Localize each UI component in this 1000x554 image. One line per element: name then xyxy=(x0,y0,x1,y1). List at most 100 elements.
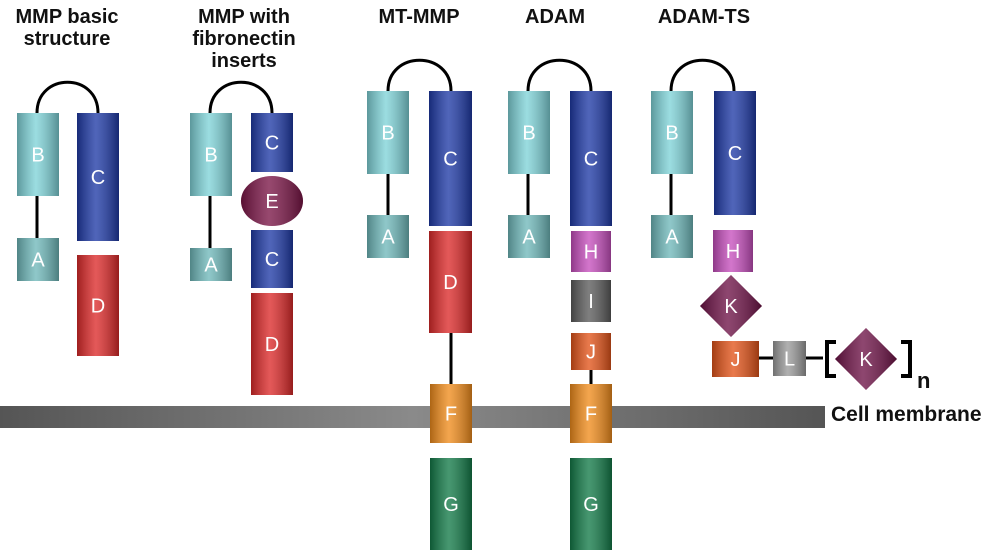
title-line: ADAM-TS xyxy=(657,6,751,28)
domain-shading xyxy=(241,176,303,226)
hinge-loop xyxy=(386,58,453,92)
domain-label: C xyxy=(443,149,457,171)
domain-shading xyxy=(251,293,293,395)
domain-shading xyxy=(570,458,612,550)
domain-c: C xyxy=(251,230,293,288)
domain-label: G xyxy=(583,494,599,516)
domain-label: G xyxy=(443,494,459,516)
domain-shading xyxy=(571,333,611,370)
domain-a: A xyxy=(17,238,59,281)
domain-shading xyxy=(651,91,693,174)
repeat-subscript: n xyxy=(917,368,930,393)
domain-b: B xyxy=(190,113,232,196)
domain-label: D xyxy=(443,272,457,294)
domain-shading xyxy=(430,458,472,550)
domain-label: J xyxy=(731,349,741,371)
domain-h: H xyxy=(571,231,611,272)
domain-shading xyxy=(713,230,753,272)
domain-shading xyxy=(429,231,472,333)
domain-label: C xyxy=(91,167,105,189)
domain-shading xyxy=(700,275,762,337)
title-line: fibronectin xyxy=(192,28,296,50)
hinge-loop xyxy=(35,80,100,114)
domain-b: B xyxy=(508,91,550,174)
domain-shading xyxy=(429,91,472,226)
domain-label: C xyxy=(265,249,279,271)
domain-label: C xyxy=(265,133,279,155)
title-adam: ADAM xyxy=(505,6,605,28)
domain-shading xyxy=(17,238,59,281)
domain-i: I xyxy=(571,280,611,322)
title-line: MMP with xyxy=(198,6,290,28)
title-adam-ts: ADAM-TS xyxy=(648,6,760,28)
domain-shading xyxy=(367,215,409,258)
domain-c: C xyxy=(714,91,756,215)
domain-b: B xyxy=(17,113,59,196)
domain-g: G xyxy=(570,458,612,550)
domain-shading xyxy=(712,341,759,377)
domain-label: H xyxy=(584,242,598,264)
domain-label: A xyxy=(665,227,679,249)
domain-shading xyxy=(367,91,409,174)
domain-label: A xyxy=(522,227,536,249)
hinge-loop xyxy=(526,58,593,92)
title-line: MT-MMP xyxy=(378,6,460,28)
title-mt-mmp: MT-MMP xyxy=(360,6,478,28)
domain-label: F xyxy=(445,404,457,426)
domain-k: K xyxy=(700,275,762,337)
title-mmp-fibronectin: MMP with fibronectin inserts xyxy=(180,6,308,72)
domain-f: F xyxy=(430,384,472,443)
domain-shading xyxy=(77,113,119,241)
domain-shading xyxy=(651,215,693,258)
bracket-left xyxy=(825,340,836,378)
domain-shading xyxy=(571,280,611,322)
domain-shading xyxy=(251,113,293,172)
domain-e: E xyxy=(241,176,303,226)
title-line: inserts xyxy=(211,50,277,72)
domain-shading xyxy=(508,215,550,258)
domain-shading xyxy=(430,384,472,443)
title-mmp-basic: MMP basic structure xyxy=(8,6,126,50)
title-line: MMP basic xyxy=(15,6,119,28)
domain-shading xyxy=(190,248,232,281)
domain-shading xyxy=(508,91,550,174)
domain-label: B xyxy=(31,145,44,167)
domain-j: J xyxy=(712,341,759,377)
hinge-loop xyxy=(669,58,736,92)
domain-b: B xyxy=(367,91,409,174)
domain-label: H xyxy=(726,241,740,263)
domain-shading xyxy=(77,255,119,356)
domain-label: L xyxy=(784,349,795,371)
domain-label: D xyxy=(265,334,279,356)
bracket-right xyxy=(901,340,912,378)
domain-label: A xyxy=(381,227,395,249)
domain-c: C xyxy=(251,113,293,172)
domain-shading xyxy=(570,91,612,226)
domain-label: B xyxy=(204,145,217,167)
domain-k: K xyxy=(835,328,897,390)
domain-label: F xyxy=(585,404,597,426)
domain-label: A xyxy=(204,255,218,277)
domain-f: F xyxy=(570,384,612,443)
domain-label: C xyxy=(584,149,598,171)
cell-membrane xyxy=(0,406,825,428)
domain-shading xyxy=(17,113,59,196)
domain-label: J xyxy=(586,342,596,364)
domain-label: B xyxy=(381,123,394,145)
domain-shading xyxy=(251,230,293,288)
domain-label: B xyxy=(665,123,678,145)
title-line: ADAM xyxy=(525,6,585,28)
domain-a: A xyxy=(508,215,550,258)
domain-h: H xyxy=(713,230,753,272)
domain-label: K xyxy=(724,296,738,318)
domain-b: B xyxy=(651,91,693,174)
domain-d: D xyxy=(251,293,293,395)
domain-label: K xyxy=(859,349,873,371)
domain-label: B xyxy=(522,123,535,145)
domain-label: I xyxy=(588,291,594,313)
domain-c: C xyxy=(77,113,119,241)
domain-g: G xyxy=(430,458,472,550)
domain-label: C xyxy=(728,143,742,165)
